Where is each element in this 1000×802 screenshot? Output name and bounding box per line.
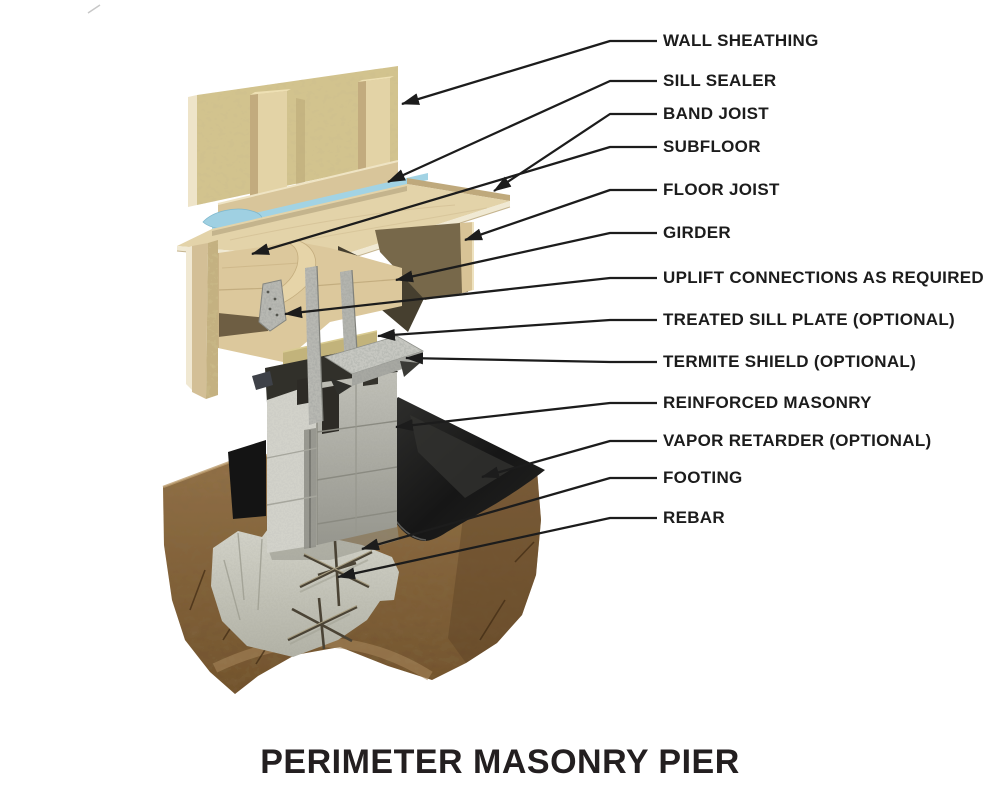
label-floor-joist: FLOOR JOIST [663, 180, 780, 199]
label-sill-sealer: SILL SEALER [663, 71, 777, 90]
band-joist-edge [407, 178, 510, 201]
label-girder: GIRDER [663, 223, 731, 242]
leader-uplift-connections [284, 276, 657, 319]
rebar [287, 540, 373, 650]
label-band-joist: BAND JOIST [663, 104, 769, 123]
label-subfloor: SUBFLOOR [663, 137, 761, 156]
watermark-mark [87, 4, 101, 14]
wall-sheathing-panel [188, 66, 398, 207]
label-footing: FOOTING [663, 468, 743, 487]
leader-lines [251, 39, 657, 580]
wall-sheathing-lower-edge [186, 240, 218, 399]
bottom-plate [217, 160, 399, 224]
vapor-retarder-behind-pier [228, 440, 266, 519]
uplift-connection-strap [305, 265, 324, 425]
leader-termite-shield [405, 352, 657, 365]
label-uplift-connections: UPLIFT CONNECTIONS AS REQUIRED [663, 268, 984, 287]
label-vapor-retarder: VAPOR RETARDER (OPTIONAL) [663, 431, 932, 450]
masonry-pier [252, 367, 398, 553]
leader-footing [361, 476, 657, 551]
leader-wall-sheathing [401, 39, 657, 106]
leader-floor-joist [464, 188, 657, 242]
leader-sill-sealer [387, 79, 657, 184]
leader-treated-sill-plate [377, 318, 657, 341]
label-termite-shield: TERMITE SHIELD (OPTIONAL) [663, 352, 917, 371]
wall-stud [250, 89, 291, 198]
uplift-connection-strap [258, 279, 287, 332]
label-rebar: REBAR [663, 508, 725, 527]
leader-band-joist [493, 112, 657, 192]
label-treated-sill-plate: TREATED SILL PLATE (OPTIONAL) [663, 310, 956, 329]
block-joint-lines [316, 420, 398, 525]
wall-stud [358, 76, 394, 176]
diagram-title: PERIMETER MASONRY PIER [260, 743, 740, 781]
leader-vapor-retarder [481, 439, 657, 479]
leader-subfloor [251, 145, 657, 256]
leader-rebar [337, 516, 657, 580]
leader-reinforced-masonry [395, 401, 657, 432]
label-reinforced-masonry: REINFORCED MASONRY [663, 393, 872, 412]
label-wall-sheathing: WALL SHEATHING [663, 31, 819, 50]
leader-girder [395, 231, 657, 283]
